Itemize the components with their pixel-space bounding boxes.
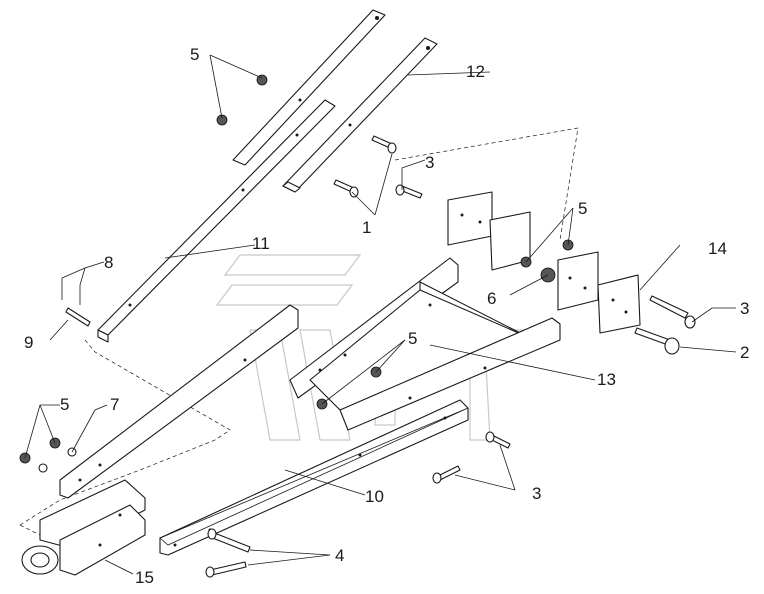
callout-5: 5 (408, 329, 417, 348)
callout-3: 3 (425, 153, 434, 172)
plate-set-part-14 (447, 191, 641, 334)
callout-3: 3 (532, 484, 541, 503)
callout-14: 14 (708, 239, 727, 258)
callout-15: 15 (135, 568, 154, 587)
callout-9: 9 (24, 333, 33, 352)
callout-5: 5 (190, 45, 199, 64)
callout-5: 5 (60, 395, 69, 414)
bar-part-10 (159, 399, 469, 556)
nut-group-5-upper (216, 74, 268, 126)
callout-13: 13 (597, 370, 616, 389)
callout-5: 5 (578, 199, 587, 218)
callout-3: 3 (740, 299, 749, 318)
callout-8: 8 (104, 253, 113, 272)
bolt-group-3-lower (432, 431, 511, 484)
drawbar-assembly (21, 304, 299, 576)
callout-1: 1 (362, 218, 371, 237)
callout-2: 2 (740, 343, 749, 362)
callout-4: 4 (335, 546, 344, 565)
nut-group-5-lower (19, 437, 77, 473)
callout-7: 7 (110, 395, 119, 414)
callout-12: 12 (466, 62, 485, 81)
callout-11: 11 (252, 234, 270, 253)
bolt-group-4 (205, 528, 251, 578)
bar-part-11 (97, 99, 336, 343)
callouts: 5 12 3 1 5 14 11 8 6 3 9 2 5 13 5 7 10 3… (24, 45, 749, 587)
pin-part-9 (61, 278, 91, 327)
callout-10: 10 (365, 487, 384, 506)
frame-part-13 (289, 257, 561, 431)
leader-lines (24, 54, 737, 575)
bolt-group-3-upper (333, 135, 423, 199)
bar-part-12 (232, 9, 438, 193)
bolt-group-right (634, 295, 696, 355)
callout-6: 6 (487, 289, 496, 308)
